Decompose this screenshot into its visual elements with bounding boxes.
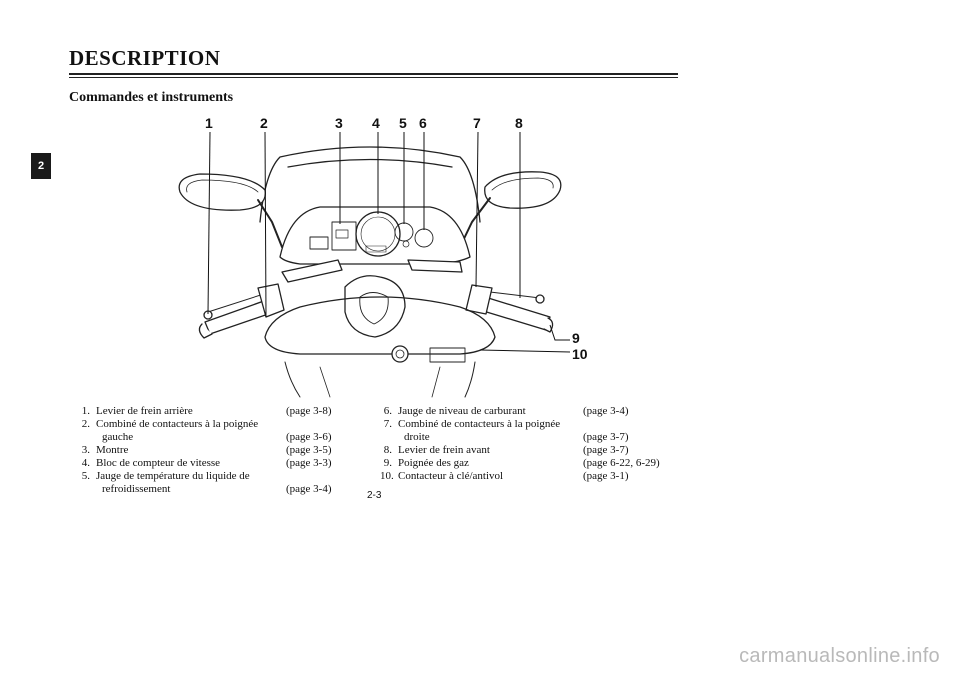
section-title: DESCRIPTION [69,46,221,70]
legend-number: 4. [81,457,90,469]
legend-label: Levier de frein avant [398,444,490,456]
legend-page-ref: (page 3-1) [583,470,629,482]
chapter-tab[interactable]: 2 [31,153,51,179]
legend-number: 7. [383,418,392,430]
callout-5: 5 [399,115,407,131]
legend-item: 5. Jauge de température du liquide de [78,470,332,483]
legend-column-left: 1. Levier de frein arrière (page 3-8) 2. Co… [78,405,332,496]
legend-label-continued: refroidissement [102,483,171,495]
legend-item: 10. Contacteur à clé/antivol (page 3-1) [380,470,660,483]
legend-item: 1. Levier de frein arrière (page 3-8) [78,405,332,418]
callout-9: 9 [572,330,580,346]
legend-label: Contacteur à clé/antivol [398,470,504,482]
legend-item: 2. Combiné de contacteurs à la poignée [78,418,332,431]
legend-page-ref: (page 6-22, 6-29) [583,457,660,469]
legend-item: 7. Combiné de contacteurs à la poignée [380,418,660,431]
legend-item: 6. Jauge de niveau de carburant (page 3-4) [380,405,660,418]
legend-number: 6. [383,405,392,417]
legend-page-ref: (page 3-4) [286,483,332,495]
legend-label-continued: gauche [102,431,134,443]
title-rule [69,73,678,75]
watermark[interactable]: carmanualsonline.info [739,645,940,667]
legend-number: 9. [383,457,392,469]
legend-label: Poignée des gaz [398,457,469,469]
legend-page-ref: (page 3-8) [286,405,332,417]
legend-label: Bloc de compteur de vitesse [96,457,221,469]
legend-page-ref: (page 3-6) [286,431,332,443]
legend-item: 9. Poignée des gaz (page 6-22, 6-29) [380,457,660,470]
legend-page-ref: (page 3-4) [583,405,629,417]
callout-1: 1 [205,115,213,131]
legend-page-ref: (page 3-7) [583,444,629,456]
legend-label: Combiné de contacteurs à la poignée [398,418,561,430]
legend-item: 8. Levier de frein avant (page 3-7) [380,444,660,457]
legend-label: Jauge de température du liquide de [96,470,250,482]
callout-10: 10 [572,346,588,362]
callout-8: 8 [515,115,523,131]
legend-number: 3. [81,444,90,456]
legend-number: 10. [380,470,394,482]
legend-item-continued: refroidissement (page 3-4) [78,483,332,496]
legend-item-continued: droite (page 3-7) [380,431,660,444]
legend-page-ref: (page 3-7) [583,431,629,443]
legend-item: 3. Montre (page 3-5) [78,444,332,457]
legend-number: 2. [81,418,90,430]
legend-page-ref: (page 3-3) [286,457,332,469]
legend-label: Combiné de contacteurs à la poignée [96,418,259,430]
legend-item: 4. Bloc de compteur de vitesse (page 3-3) [78,457,332,470]
title-rule-thin [69,77,678,78]
legend-label-continued: droite [404,431,430,443]
legend-page-ref: (page 3-5) [286,444,332,456]
scooter-cockpit-illustration [178,131,571,398]
legend-number: 1. [81,405,90,417]
legend-number: 8. [383,444,392,456]
page-number: 2-3 [367,490,382,501]
legend-column-right: 6. Jauge de niveau de carburant (page 3-4)… [380,405,660,483]
legend-number: 5. [81,470,90,482]
callout-2: 2 [260,115,268,131]
callout-7: 7 [473,115,481,131]
callout-3: 3 [335,115,343,131]
legend-label: Levier de frein arrière [96,405,193,417]
legend-label: Jauge de niveau de carburant [398,405,526,417]
legend-item-continued: gauche (page 3-6) [78,431,332,444]
legend-label: Montre [96,444,129,456]
subtitle: Commandes et instruments [69,90,234,105]
callout-6: 6 [419,115,427,131]
callout-4: 4 [372,115,380,131]
